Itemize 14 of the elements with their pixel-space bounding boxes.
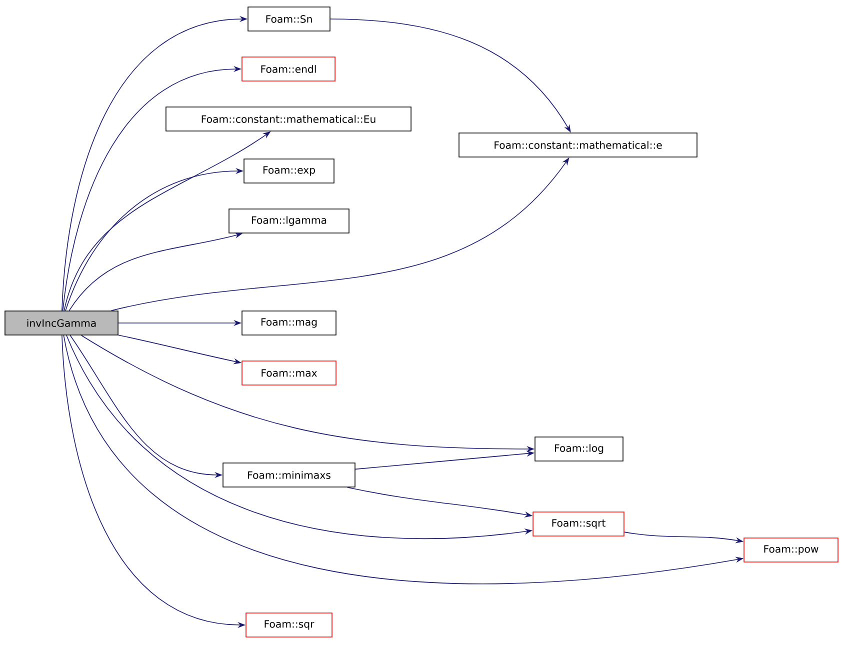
function-box: Foam::log — [534, 436, 624, 462]
function-box: Foam::mag — [242, 310, 336, 336]
function-box: Foam::minimaxs — [222, 462, 356, 488]
function-box: Foam::sqrt — [532, 512, 624, 536]
function-box: Foam::constant::mathematical::e — [458, 132, 698, 158]
function-box: Foam::endl — [242, 56, 336, 82]
function-box: invIncGamma — [4, 310, 118, 336]
function-box: Foam::exp — [244, 158, 334, 184]
function-box: Foam::lgamma — [228, 208, 350, 234]
function-box: Foam::max — [242, 360, 336, 386]
function-box: Foam::constant::mathematical::Eu — [166, 106, 412, 132]
function-box: Foam::sqr — [246, 612, 332, 638]
function-box: Foam::Sn — [248, 6, 330, 32]
function-box: Foam::pow — [744, 538, 838, 562]
